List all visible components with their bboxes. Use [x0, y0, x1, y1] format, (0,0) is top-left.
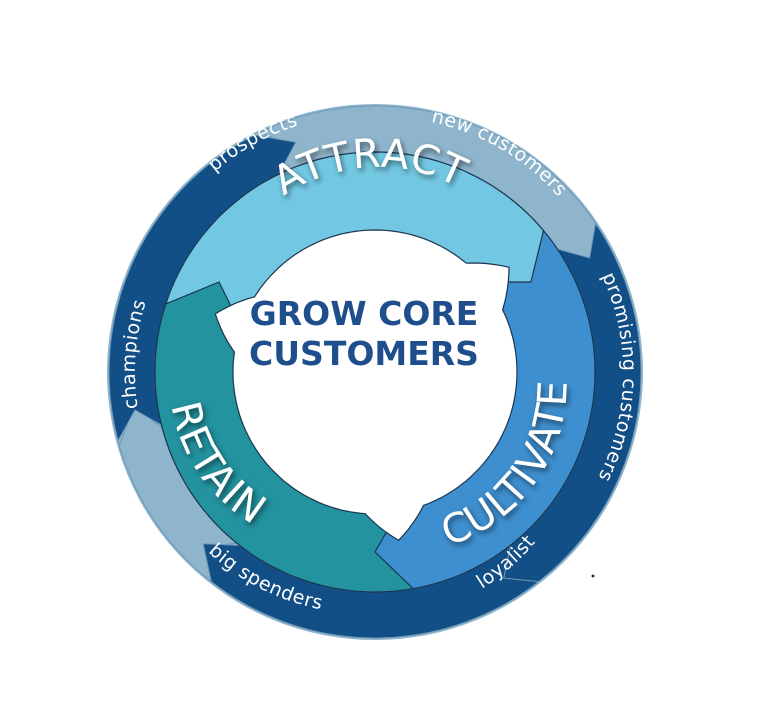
- center-hole: [214, 229, 518, 542]
- center-title-line1: GROW CORE: [250, 294, 479, 333]
- stray-dot: [591, 574, 595, 578]
- center-title-line2: CUSTOMERS: [249, 334, 479, 373]
